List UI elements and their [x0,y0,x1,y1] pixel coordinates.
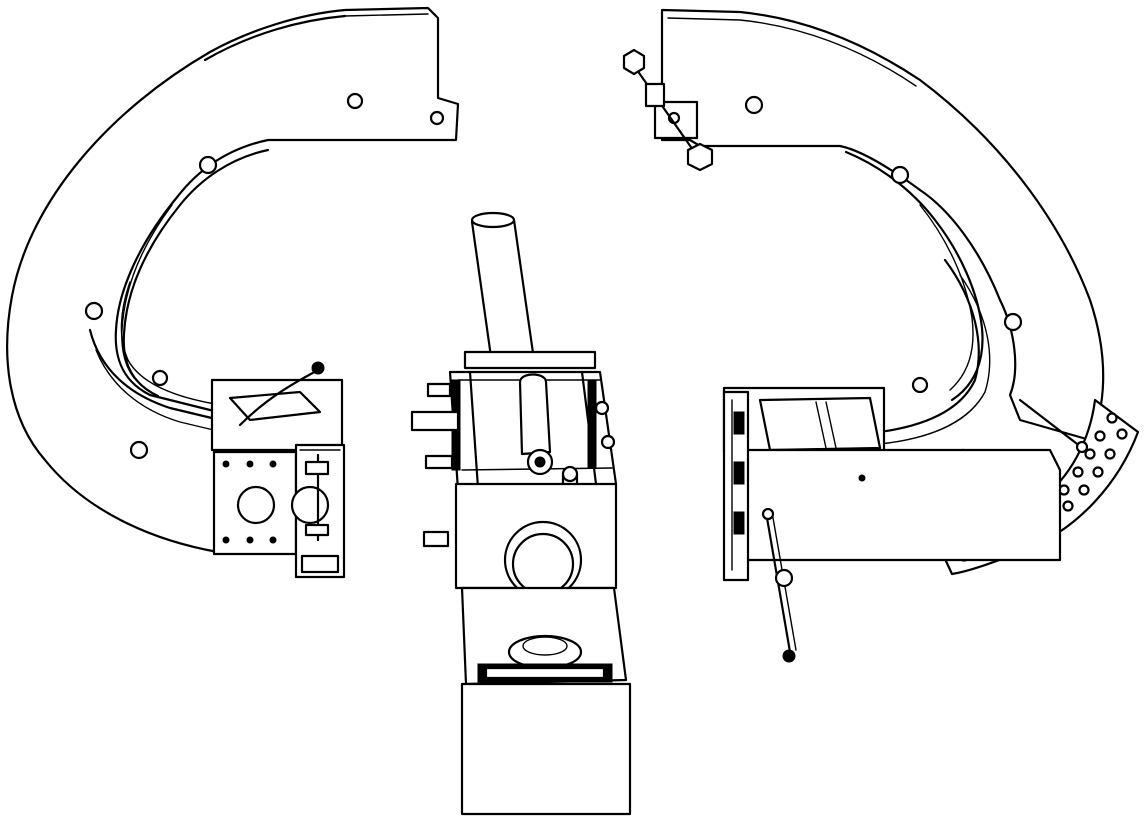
adjustment-rod [761,507,797,663]
pivot-pin-icon [534,456,546,468]
plate-link-rod [1018,398,1087,452]
slide-divider [825,401,837,449]
hex-nut-icon [686,142,714,172]
lower-boss [507,634,583,670]
slide-divider [815,401,827,449]
perforation-hole-icon [1084,448,1096,460]
perforation-hole-icon [1094,430,1106,442]
side-stud [424,454,454,470]
left-arm-outer-shell [6,6,460,554]
perforation-hole-icon [1104,448,1116,460]
left-arm-inner-rail-2 [121,204,173,379]
foot-pad [300,554,340,574]
latch-knob-icon [561,465,579,483]
cross-bar [463,350,597,370]
right-carriage [722,386,1089,582]
right-arm-lower-track-2 [759,274,991,451]
mount-hole-icon [290,485,330,525]
left-carriage-top [210,378,344,452]
lower-boss-top [522,636,568,656]
rod-head-icon [761,507,775,521]
gear-teeth-icon [587,379,597,469]
rivet-icon [269,460,277,468]
rivet-icon [269,536,277,544]
screw-icon [129,440,149,460]
left-arm-inner-rail-3 [120,281,216,405]
rivet-icon [222,536,230,544]
left-carriage-link [238,368,320,427]
right-arm-lower-track [758,258,980,442]
left-arm-top-edge [344,13,429,17]
perforation-hole-icon [1072,466,1084,478]
screw-icon [744,95,764,115]
hex-nut-icon [622,48,646,76]
side-stud [426,382,452,398]
gear-teeth-icon [733,461,745,485]
left-arm-lower-track [88,328,222,422]
perforation-hole-icon [1062,500,1074,512]
right-carriage-slide [758,396,882,452]
right-arm-outer-shell [660,8,1105,442]
right-arm-inner-rail-2 [919,204,974,391]
screw-icon [151,369,169,387]
gear-teeth-icon [733,411,745,435]
nut-icon [304,523,330,537]
perforation-hole-icon [1092,466,1104,478]
base-pedestal [460,682,632,816]
rod-collar-icon [774,568,794,588]
nut-icon [304,460,330,476]
screw-icon [429,110,445,126]
screw-icon [911,376,929,394]
right-clamp [622,48,714,172]
left-arm-inner-rail [122,148,270,398]
knob-icon [311,361,325,375]
screw-icon [890,165,910,185]
rivet-icon [246,536,254,544]
screw-icon [198,155,218,175]
ring-bore [511,532,575,596]
perforation-hole-icon [1078,484,1090,496]
clamp-jaw [644,82,666,108]
screw-icon [1003,312,1023,332]
lower-flange-inner [484,666,606,680]
left-arm-lower-track-2 [95,349,223,433]
center-tube [470,212,536,366]
screw-icon [594,400,610,416]
left-arc-arm [6,6,460,579]
pin-icon [1075,440,1089,454]
perforation-hole-icon [1116,428,1128,440]
side-lever [410,410,460,432]
perforation-hole-icon [1106,412,1118,424]
screw-icon [346,92,364,110]
clamp-bolt [628,58,702,162]
rod-tip-icon [782,649,796,663]
screw-icon [84,301,104,321]
center-column [410,211,632,816]
frame-rail [468,370,480,490]
mount-hole-icon [236,485,276,525]
right-arc-arm [622,8,1140,663]
left-arm-top-ridge [203,14,347,62]
rivet-icon [222,460,230,468]
side-stud [422,530,450,548]
gear-teeth-icon [733,511,745,535]
right-mount-plate [740,448,1062,562]
rivet-icon [858,474,866,482]
left-carriage [210,361,346,579]
right-arm-top-edge [667,17,917,87]
screw-icon [600,434,616,450]
rivet-icon [246,460,254,468]
tube-cap [470,211,516,229]
inner-slider [518,373,552,456]
